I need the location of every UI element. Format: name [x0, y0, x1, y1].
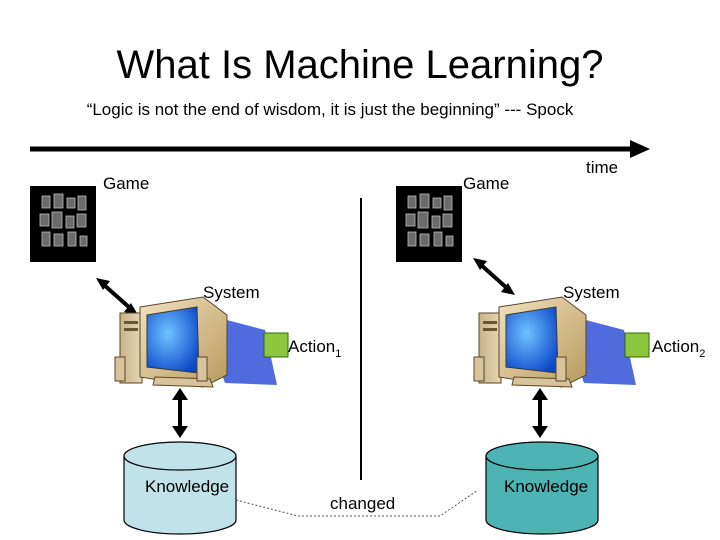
action2-text: Action [652, 337, 700, 356]
action1-label: Action1 [288, 337, 341, 364]
slide-title: What Is Machine Learning? [116, 43, 604, 87]
timeline-arrow-icon [30, 140, 650, 158]
right-system-label: System [563, 283, 620, 302]
left-knowledge-label: Knowledge [145, 477, 230, 496]
action1-subscript: 1 [335, 348, 342, 360]
right-knowledge-label: Knowledge [504, 477, 589, 496]
action2-label: Action2 [652, 337, 705, 364]
computer-icon [473, 296, 636, 388]
right-game-label: Game [463, 174, 510, 193]
changed-connector [235, 489, 479, 517]
double-arrow-icon [172, 388, 188, 438]
left-system-label: System [203, 283, 260, 302]
action2-subscript: 2 [699, 348, 706, 360]
double-arrow-icon [473, 258, 515, 295]
double-arrow-icon [532, 388, 548, 438]
action1-text: Action [288, 337, 336, 356]
changed-label: changed [330, 494, 396, 513]
action-box [263, 332, 289, 358]
left-game-label: Game [103, 174, 150, 193]
computer-icon [114, 296, 277, 388]
action-box [624, 332, 650, 358]
time-label: time [586, 158, 619, 177]
game-board-icon [30, 186, 96, 262]
double-arrow-icon [96, 278, 138, 315]
game-board-icon [396, 186, 462, 262]
database-cylinder-icon [123, 441, 237, 535]
database-cylinder-icon [485, 441, 599, 535]
slide-quote: “Logic is not the end of wisdom, it is j… [86, 100, 574, 119]
